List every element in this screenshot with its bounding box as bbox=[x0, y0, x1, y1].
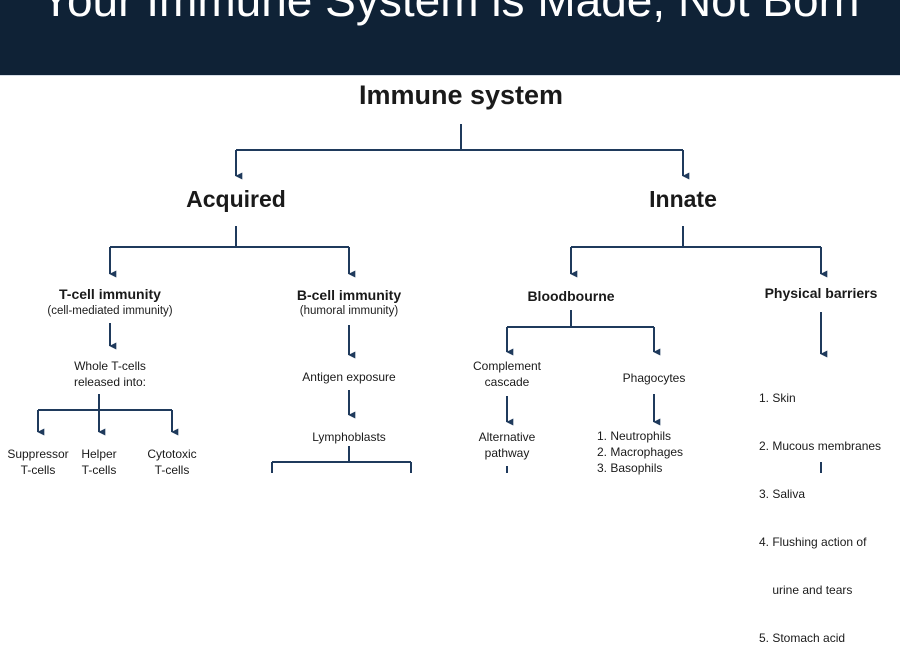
antigen-exposure: Antigen exposure bbox=[302, 370, 396, 384]
tcell-label: T-cell immunity bbox=[59, 286, 161, 302]
tcell-sub: (cell-mediated immunity) bbox=[47, 305, 173, 317]
root-label: Immune system bbox=[358, 80, 564, 110]
phagocyte-list: 1. Neutrophils 2. Macrophages 3. Basophi… bbox=[597, 429, 684, 475]
connector-lines bbox=[37, 124, 828, 473]
bcell-sub: (humoral immunity) bbox=[299, 305, 399, 317]
suppressor-tcells: Suppressor T-cells bbox=[7, 447, 69, 477]
bloodbourne-label: Bloodbourne bbox=[527, 288, 615, 304]
acquired-label: Acquired bbox=[186, 186, 286, 212]
phagocytes: Phagocytes bbox=[622, 371, 686, 385]
title-banner: Your Immune System is Made, Not Born bbox=[0, 0, 900, 75]
barrier-list: 1. Skin 2. Mucous membranes 3. Saliva 4.… bbox=[759, 391, 882, 645]
bcell-label: B-cell immunity bbox=[296, 287, 402, 303]
released-label: Whole T-cells released into: bbox=[73, 359, 147, 389]
diagram-frame bbox=[0, 75, 900, 474]
alternative-pathway: Alternative pathway bbox=[478, 430, 536, 460]
complement-cascade: Complement cascade bbox=[472, 359, 542, 389]
barriers-label: Physical barriers bbox=[764, 285, 878, 301]
banner-title: Your Immune System is Made, Not Born bbox=[40, 0, 860, 26]
helper-tcells: Helper T-cells bbox=[81, 447, 117, 477]
lymphoblasts: Lymphoblasts bbox=[312, 430, 386, 444]
cytotoxic-tcells: Cytotoxic T-cells bbox=[147, 447, 197, 477]
innate-label: Innate bbox=[649, 186, 717, 212]
